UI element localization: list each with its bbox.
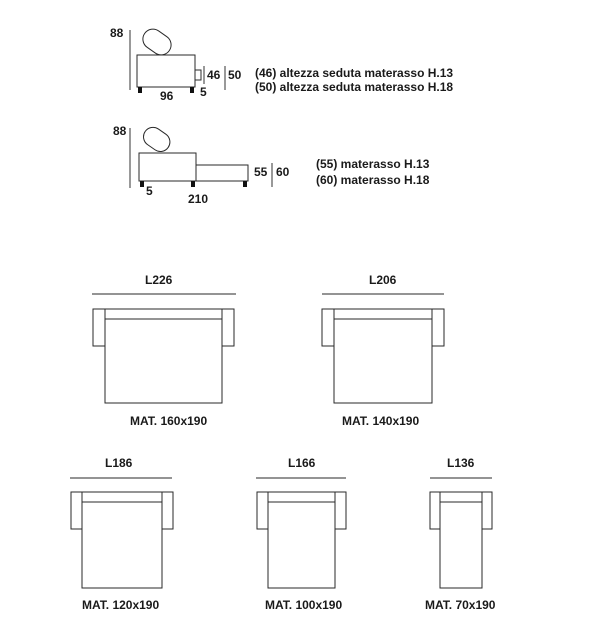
left-armrest xyxy=(256,491,269,530)
backrest xyxy=(439,491,483,503)
bed-note-1: (55) materasso H.13 xyxy=(316,157,430,171)
right-armrest xyxy=(221,308,235,347)
bed-height-label: 88 xyxy=(113,124,127,138)
mattress-height-60: 60 xyxy=(276,165,290,179)
extended-mattress xyxy=(195,164,249,182)
bed-side-view: 88 5 210 55 60 (55) materasso H.13 (60) … xyxy=(113,124,430,206)
mattress-label: MAT. 160x190 xyxy=(130,414,207,428)
plan-l206: L206 MAT. 140x190 xyxy=(321,273,445,428)
sofa-front-step xyxy=(194,69,202,81)
plan-l186: L186 MAT. 120x190 xyxy=(70,456,174,612)
right-armrest xyxy=(161,491,174,530)
mattress xyxy=(333,318,433,404)
bed-leg-front xyxy=(243,181,247,187)
plan-l166: L166 MAT. 100x190 xyxy=(256,456,347,612)
backrest xyxy=(104,308,223,320)
bed-note-2: (60) materasso H.18 xyxy=(316,173,430,187)
left-armrest xyxy=(321,308,335,347)
sofa-leg-front xyxy=(190,87,194,93)
left-armrest xyxy=(429,491,441,530)
backrest-cushion xyxy=(142,28,172,56)
sofa-height-label: 88 xyxy=(110,26,124,40)
bed-leg-back xyxy=(140,181,144,187)
bed-backrest-cushion xyxy=(143,126,171,152)
bed-body xyxy=(138,152,197,182)
backrest xyxy=(81,491,163,503)
mattress-height-55: 55 xyxy=(254,165,268,179)
plan-width-label: L226 xyxy=(145,273,173,287)
mattress-label: MAT. 120x190 xyxy=(82,598,159,612)
plan-l226: L226 MAT. 160x190 xyxy=(92,273,236,428)
left-armrest xyxy=(92,308,106,347)
bed-leg-middle xyxy=(191,181,195,187)
mattress xyxy=(81,501,163,589)
sofa-note-2: (50) altezza seduta materasso H.18 xyxy=(255,80,453,94)
right-armrest xyxy=(481,491,493,530)
seat-height-46: 46 xyxy=(207,68,221,82)
right-armrest xyxy=(431,308,445,347)
plan-width-label: L166 xyxy=(288,456,316,470)
right-armrest xyxy=(334,491,347,530)
sofa-side-view: 88 96 5 46 50 (46) altezza seduta matera… xyxy=(110,26,453,103)
mattress xyxy=(439,501,483,589)
mattress-label: MAT. 70x190 xyxy=(425,598,496,612)
plan-width-label: L186 xyxy=(105,456,133,470)
backrest xyxy=(267,491,336,503)
sofa-body xyxy=(136,54,196,88)
left-armrest xyxy=(70,491,83,530)
sofa-foot-label: 5 xyxy=(200,85,207,99)
mattress-label: MAT. 140x190 xyxy=(342,414,419,428)
plan-width-label: L206 xyxy=(369,273,397,287)
bed-length-label: 210 xyxy=(188,192,208,206)
plan-l136: L136 MAT. 70x190 xyxy=(425,456,496,612)
sofa-leg-back xyxy=(138,87,142,93)
sofa-depth-label: 96 xyxy=(160,89,174,103)
mattress xyxy=(267,501,336,589)
mattress xyxy=(104,318,223,404)
sofa-note-1: (46) altezza seduta materasso H.13 xyxy=(255,66,453,80)
backrest xyxy=(333,308,433,320)
seat-height-50: 50 xyxy=(228,68,242,82)
mattress-label: MAT. 100x190 xyxy=(265,598,342,612)
plan-width-label: L136 xyxy=(447,456,475,470)
bed-foot-label: 5 xyxy=(146,184,153,198)
